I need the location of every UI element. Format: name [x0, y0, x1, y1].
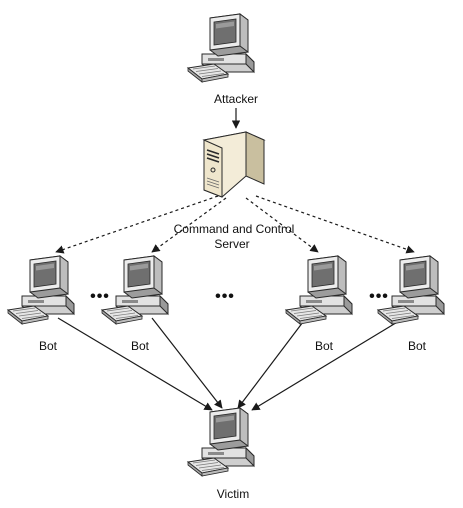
- bot4-to-victim-arrow: [251, 317, 405, 411]
- bot2-label: Bot: [131, 339, 150, 353]
- bot2-computer-icon: [101, 255, 169, 325]
- victim-label: Victim: [217, 487, 249, 501]
- ellipsis-3: •••: [369, 288, 389, 305]
- server-to-bot3-arrow: [245, 197, 319, 253]
- server-tower-icon: [202, 131, 266, 198]
- bot-node-4: Bot: [377, 255, 445, 353]
- bot-node-1: Bot: [7, 255, 75, 353]
- bot1-computer-icon: [7, 255, 75, 325]
- server-label-line2: Server: [214, 237, 249, 251]
- bot-node-3: Bot: [285, 255, 353, 353]
- bot3-to-victim-arrow: [237, 317, 307, 409]
- bot3-computer-icon: [285, 255, 353, 325]
- victim-computer-icon: [187, 407, 255, 477]
- bot4-label: Bot: [408, 339, 427, 353]
- attacker-node: Attacker: [187, 13, 258, 106]
- ellipsis-2: •••: [215, 288, 235, 305]
- server-to-bot4-arrow: [255, 195, 415, 254]
- server-label-line1: Command and Control: [174, 222, 295, 236]
- bot-node-2: Bot: [101, 255, 169, 353]
- bot1-to-victim-arrow: [57, 317, 213, 411]
- attacker-computer-icon: [187, 13, 255, 83]
- attacker-label: Attacker: [214, 92, 258, 106]
- victim-node: Victim: [187, 407, 255, 501]
- ellipsis-1: •••: [90, 288, 110, 305]
- bot1-label: Bot: [39, 339, 58, 353]
- server-to-bot1-arrow: [55, 195, 219, 254]
- bot3-label: Bot: [315, 339, 334, 353]
- bot2-to-victim-arrow: [151, 317, 223, 409]
- server-node: Command and Control Server: [174, 131, 295, 251]
